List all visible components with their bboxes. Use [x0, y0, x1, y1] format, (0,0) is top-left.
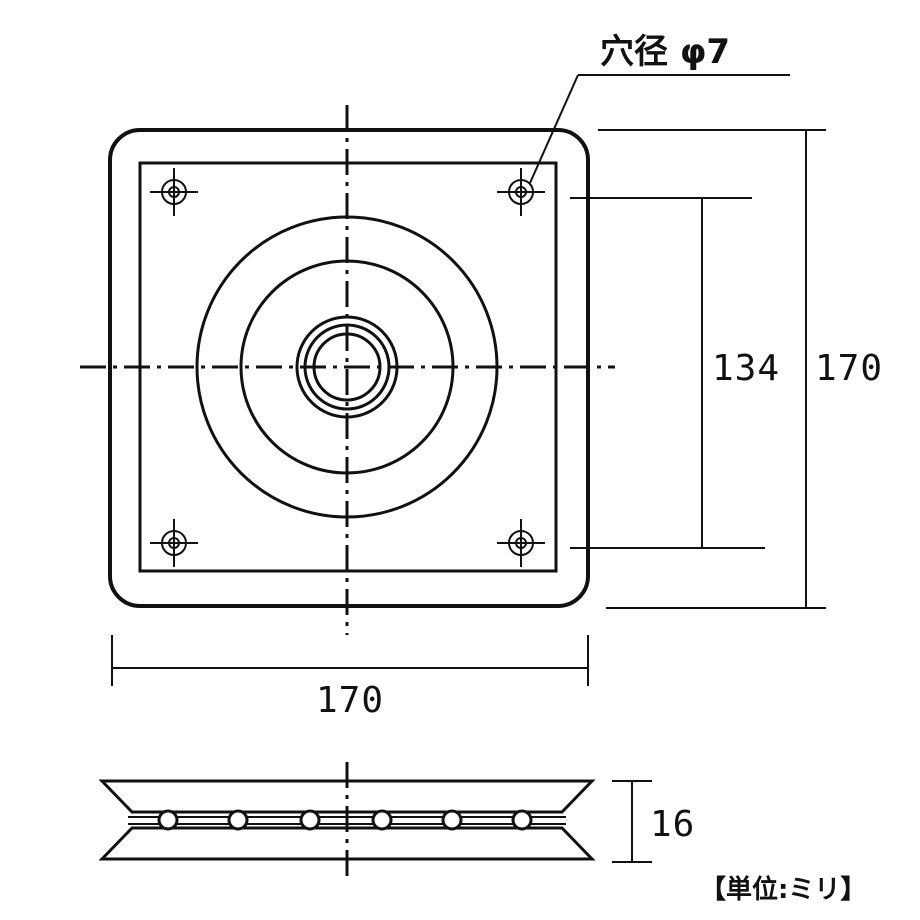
side-top-plate: [98, 779, 596, 814]
bearing-ball: [371, 809, 393, 831]
hole-diameter-note: 穴径 φ7: [600, 32, 730, 72]
dim-thickness-label: 16: [650, 804, 695, 845]
side-view: [98, 762, 596, 880]
bearing-ball: [299, 809, 321, 831]
top-view: [80, 105, 615, 635]
bearing-ball: [441, 809, 463, 831]
mounting-hole-br: [497, 519, 545, 567]
bearing-ball: [511, 809, 533, 831]
dim-hole-pitch-label: 134: [712, 348, 780, 389]
dim-height-label: 170: [815, 348, 883, 389]
hole-note-leader: [529, 74, 790, 184]
dim-width-label: 170: [316, 680, 384, 721]
side-bottom-plate: [98, 826, 596, 861]
width-dimension: [111, 635, 589, 686]
unit-label: 【単位:ミリ】: [700, 874, 866, 905]
right-dimensions: [570, 129, 826, 609]
mounting-hole-tl: [150, 168, 198, 216]
mounting-hole-bl: [150, 519, 198, 567]
mounting-hole-tr: [497, 168, 545, 216]
thickness-dimension: [612, 780, 652, 863]
bearing-ball: [227, 809, 249, 831]
bearing-ball: [157, 809, 179, 831]
